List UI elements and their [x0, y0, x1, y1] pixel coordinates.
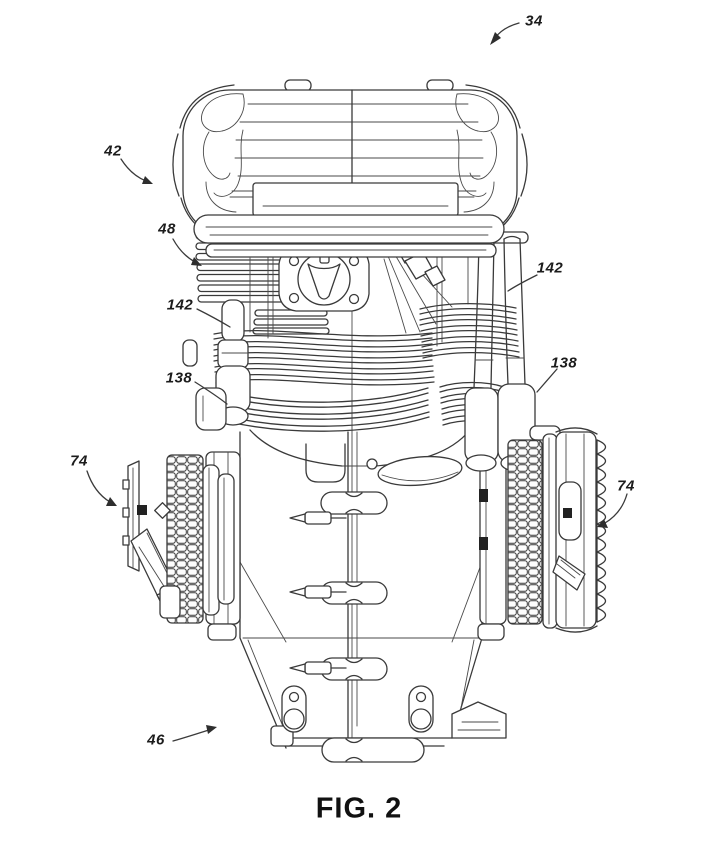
leader-arrow-46: [172, 729, 210, 742]
bolt-boss: [320, 491, 388, 515]
leader-138-right: [536, 368, 558, 393]
ref-numeral-48: 48: [158, 220, 176, 238]
oil-passage-oval: [377, 455, 463, 487]
cam-gear-assembly-left: [122, 454, 235, 624]
ref-numeral-74-left: 74: [70, 452, 88, 470]
bolt-boss: [321, 737, 425, 763]
cooling-fins-right-upper: [419, 302, 520, 359]
clutch-assembly-right: [507, 425, 607, 633]
cover-corner-details: [201, 93, 499, 213]
pushrod-tubes-right: [464, 231, 536, 472]
leader-arrow-74-left: [86, 470, 111, 503]
ref-numeral-138-right: 138: [550, 354, 578, 372]
leader-arrow-74-right: [604, 493, 628, 524]
cylinder-head-section: [182, 221, 520, 432]
crankcase: [205, 429, 507, 763]
pushrod-tube-left: [182, 299, 251, 431]
intake-flange: [278, 246, 370, 312]
leader-arrow-48: [172, 238, 196, 263]
case-side-plate-right: [477, 447, 507, 641]
ref-numeral-34: 34: [525, 12, 543, 30]
mount-boss-left: [281, 685, 307, 733]
leader-138-left: [194, 381, 228, 405]
figure-caption: FIG. 2: [315, 792, 403, 825]
ref-numeral-142-left: 142: [166, 296, 194, 314]
leader-142-right: [507, 274, 538, 292]
leader-arrow-42: [120, 158, 147, 182]
rocker-cover: [172, 79, 528, 258]
ref-numeral-42: 42: [104, 142, 122, 160]
leader-142-left: [196, 308, 231, 328]
mount-boss-right: [408, 685, 434, 733]
ref-numeral-138-left: 138: [165, 369, 193, 387]
ref-numeral-46: 46: [147, 731, 165, 749]
chain-sprocket-stack: [507, 439, 543, 625]
reference-leaders: [86, 22, 628, 742]
ref-numeral-142-right: 142: [536, 259, 564, 277]
scalloped-ring-edge: [596, 439, 607, 623]
ref-numeral-74-right: 74: [617, 477, 635, 495]
